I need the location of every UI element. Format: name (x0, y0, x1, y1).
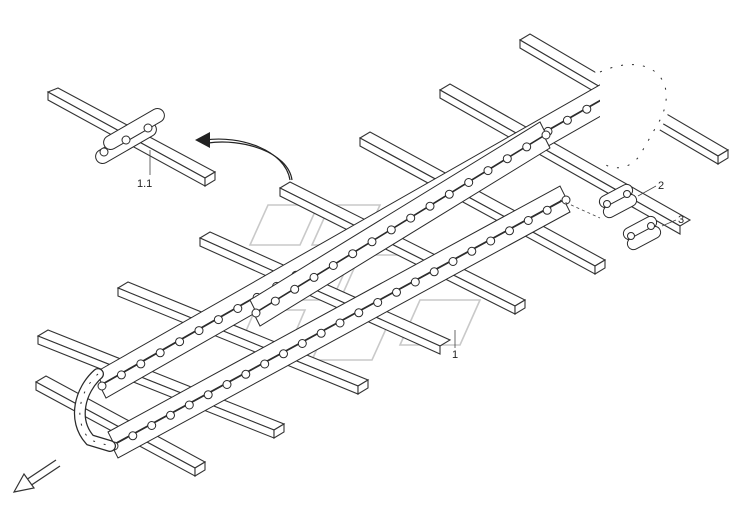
chain-pin (542, 205, 552, 215)
chain-pin (444, 189, 454, 199)
callouts: 1.1 2 3 1 (137, 150, 684, 361)
chain-pin (128, 431, 138, 441)
chain-pin (116, 370, 126, 380)
chain-pin (241, 369, 251, 379)
leader-2 (637, 185, 657, 197)
chain-pin (233, 304, 243, 313)
chain-pin (166, 410, 175, 420)
sprocket-loop-right (595, 59, 671, 173)
chain-pin (203, 390, 213, 400)
detail-chain-link (95, 108, 165, 164)
chain-pin (467, 246, 477, 256)
chain-pin (297, 339, 307, 348)
chain-pin (354, 308, 364, 318)
chain-pin (367, 237, 377, 247)
leader-3 (661, 219, 677, 227)
chain-pin (429, 267, 439, 277)
chain-pin (194, 326, 204, 336)
chain-pin (290, 284, 300, 294)
pointer-arrow (195, 132, 293, 181)
chain-inner-upper (249, 121, 551, 327)
chain-pin (97, 381, 107, 391)
chain-pin (486, 236, 496, 246)
part-3-offset-link (622, 215, 662, 251)
chain-pin (425, 201, 435, 211)
chain-pin (448, 257, 458, 266)
chain-pin (335, 318, 345, 328)
chain-pin (561, 195, 571, 205)
chain-rear-lower (107, 185, 571, 459)
chain-pin (410, 277, 420, 287)
chain-pin (406, 213, 416, 223)
chain-pin (251, 308, 261, 318)
chain-pin (522, 142, 532, 152)
sprocket-loop-left (73, 368, 116, 452)
chain-pin (260, 359, 270, 369)
callout-3: 3 (678, 214, 684, 226)
chain-pin (386, 225, 396, 235)
chain-pin (348, 249, 358, 259)
chain-pin (582, 104, 592, 114)
chain-pin (523, 216, 533, 225)
chain-pin (184, 400, 194, 410)
chain-pin (222, 380, 232, 389)
chain-pin (464, 178, 474, 187)
part-2-connecting-link (598, 183, 638, 219)
chain-pin (392, 287, 401, 297)
assembly-guide-line (559, 199, 601, 219)
callout-2: 2 (658, 180, 664, 192)
chain-pin (147, 421, 157, 430)
chain-pin (316, 328, 326, 338)
chain-pin (136, 359, 146, 369)
chain-pin (175, 337, 185, 347)
detail-assembly-1-1 (46, 87, 217, 187)
chain-pin (328, 261, 338, 270)
chain-pin (155, 348, 165, 358)
chain-pin (373, 298, 383, 307)
chain-pin (270, 296, 280, 306)
orientation-arrow-icon (12, 459, 61, 493)
chain-pin (505, 226, 514, 236)
chain-pin (213, 315, 223, 325)
chain-pin (279, 349, 288, 359)
chain-pin (541, 130, 551, 140)
callout-1: 1 (452, 349, 458, 361)
chain-pin (502, 154, 512, 164)
chain-pin (309, 272, 319, 282)
chain-pin (562, 115, 572, 125)
chain-pin (483, 166, 493, 176)
callout-1-1: 1.1 (137, 178, 152, 190)
